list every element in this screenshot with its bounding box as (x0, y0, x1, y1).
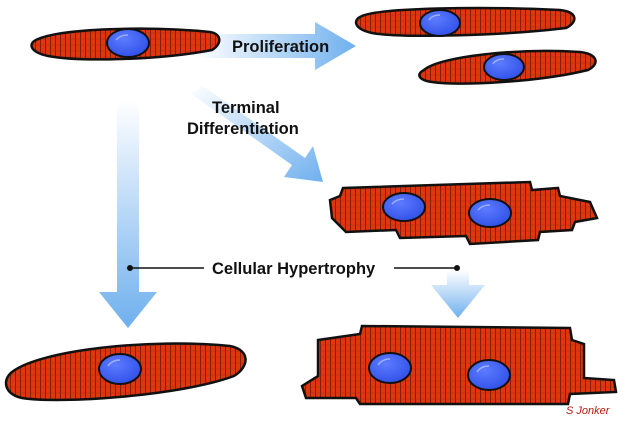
hypertrophied-immature-cardiomyocyte (4, 342, 247, 402)
label-terminal: Terminal (212, 99, 280, 117)
binucleated-cardiomyocyte (328, 180, 599, 246)
proliferated-cardiomyocyte-1 (354, 6, 576, 37)
nucleus (106, 28, 150, 58)
nucleus (483, 53, 525, 81)
nucleus (467, 359, 511, 391)
author-signature: S Jonker (566, 405, 611, 417)
nucleus (468, 198, 512, 228)
terminal-differentiation-arrow (190, 86, 323, 182)
nucleus (98, 353, 142, 385)
hypertrophied-binucleated-cardiomyocyte (300, 324, 618, 406)
hypertrophy-arrow-right (431, 270, 485, 318)
label-differentiation: Differentiation (187, 120, 299, 138)
label-cellular-hypertrophy: Cellular Hypertrophy (212, 260, 376, 278)
hypertrophy-connector (127, 265, 460, 271)
immature-cardiomyocyte (30, 27, 221, 61)
hypertrophy-arrow-left (99, 100, 157, 328)
proliferated-cardiomyocyte-2 (418, 49, 597, 85)
proliferation-arrow (195, 22, 356, 70)
nucleus (419, 9, 461, 37)
label-proliferation: Proliferation (232, 38, 329, 56)
nucleus (382, 192, 426, 222)
nucleus (368, 352, 412, 384)
